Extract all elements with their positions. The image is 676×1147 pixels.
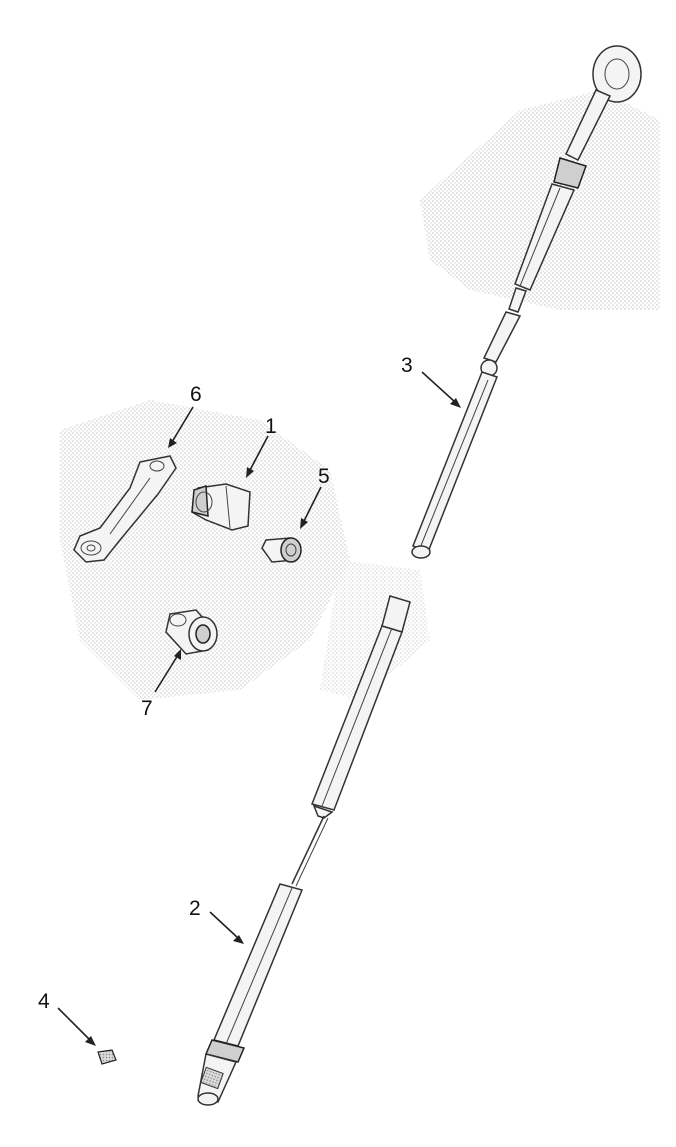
part-6-bracket-arm [73, 455, 177, 563]
callout-1: 1 [265, 415, 277, 438]
part-4-nut [97, 1049, 117, 1065]
part-1-clamp-block [191, 483, 251, 531]
callout-7: 7 [141, 697, 153, 720]
callout-2: 2 [189, 897, 201, 920]
part-7-bushing [165, 609, 218, 655]
part-5-small-bushing [261, 537, 302, 563]
callout-labels: 6 1 5 3 7 2 4 [38, 354, 413, 1013]
part-2-lower-rod [197, 595, 411, 1106]
callout-3: 3 [401, 354, 413, 377]
part-3-upper-rod [411, 45, 642, 559]
callout-5: 5 [318, 465, 330, 488]
background-shading [60, 90, 660, 700]
leader-lines [57, 371, 461, 1046]
callout-6: 6 [190, 383, 202, 406]
callout-4: 4 [38, 990, 50, 1013]
